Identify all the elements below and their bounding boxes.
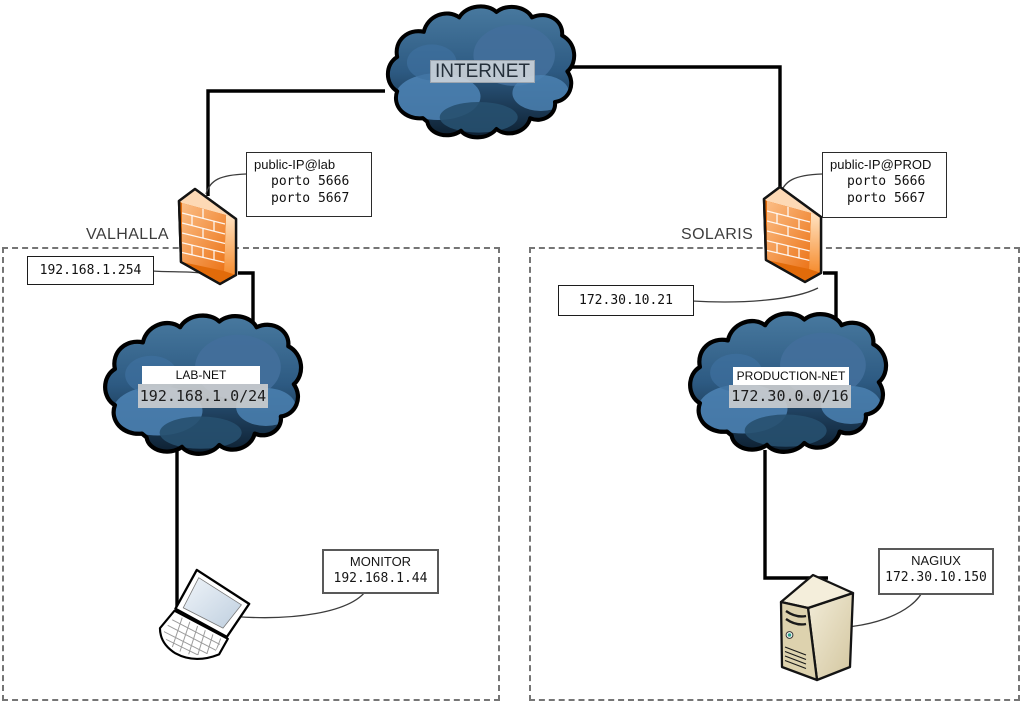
link-prodnet-nagiux <box>763 450 828 580</box>
monitor-laptop-icon <box>160 570 249 659</box>
prod-publicip-note: public-IP@PROD porto 5666 porto 5667 <box>822 152 947 218</box>
lab-site-zone <box>2 247 500 701</box>
link-internet-prod-firewall <box>570 65 782 190</box>
lab-site-name: VALHALLA <box>86 226 169 243</box>
lab-publicip-title: public-IP@lab <box>254 157 336 172</box>
monitor-ip: 192.168.1.44 <box>333 571 428 586</box>
lab-port-1: porto 5666 <box>271 174 350 189</box>
nagiux-server-icon <box>779 573 855 682</box>
nagiux-ip: 172.30.10.150 <box>885 570 987 585</box>
prodnet-name: PRODUCTION-NET <box>733 367 849 385</box>
nagiux-callout: NAGIUX 172.30.10.150 <box>878 548 994 595</box>
link-lab-firewall-labnet <box>238 271 255 334</box>
monitor-callout: MONITOR 192.168.1.44 <box>322 549 439 594</box>
leader-prod-firewall-ip <box>691 287 819 303</box>
lab-firewall-ip-box: 192.168.1.254 <box>27 256 154 285</box>
prod-site-name: SOLARIS <box>681 226 754 243</box>
prodnet-subnet: 172.30.0.0/16 <box>729 385 851 408</box>
prod-port-2: porto 5667 <box>847 191 926 206</box>
nagiux-name: NAGIUX <box>911 553 961 568</box>
link-internet-lab-firewall <box>206 89 385 196</box>
prod-publicip-title: public-IP@PROD <box>830 157 932 172</box>
prod-firewall-ip-box: 172.30.10.21 <box>558 285 694 316</box>
prod-port-1: porto 5666 <box>847 174 926 189</box>
labnet-name: LAB-NET <box>142 366 260 384</box>
leader-publicip-lab <box>205 173 247 195</box>
internet-label: INTERNET <box>430 60 535 83</box>
lab-port-2: porto 5667 <box>271 191 350 206</box>
link-prod-firewall-prodnet <box>823 271 838 334</box>
monitor-name: MONITOR <box>349 554 412 569</box>
lab-firewall-icon <box>179 189 236 284</box>
labnet-subnet: 192.168.1.0/24 <box>138 384 268 408</box>
leader-monitor <box>217 586 369 619</box>
lab-publicip-note: public-IP@lab porto 5666 porto 5667 <box>246 152 372 217</box>
prod-firewall-icon <box>764 187 821 282</box>
